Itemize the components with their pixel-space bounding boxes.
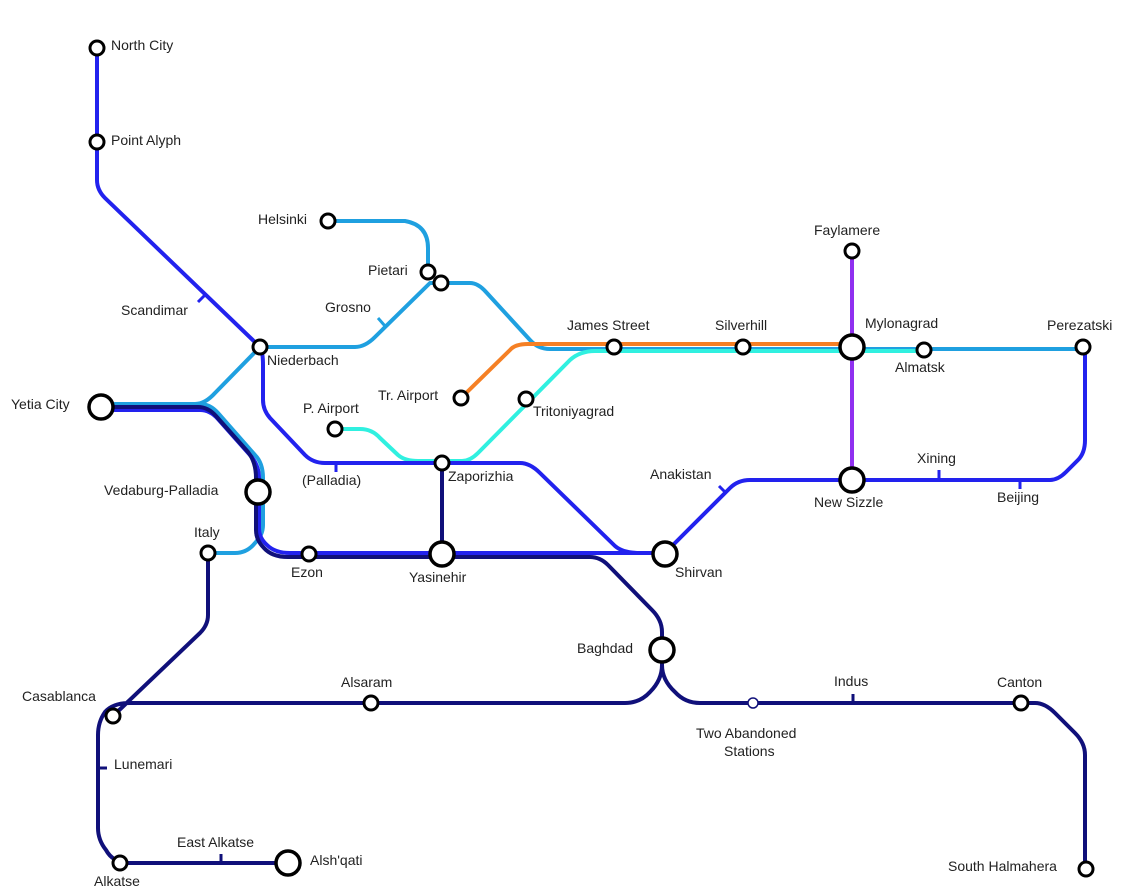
station-baghdad[interactable] (648, 636, 676, 664)
station-tr-airport[interactable] (452, 389, 470, 407)
line-light-blue-helsinki (326, 219, 430, 274)
label-james-street: James Street (567, 317, 650, 333)
label-helsinki: Helsinki (258, 211, 307, 227)
station-shirvan[interactable] (651, 540, 679, 568)
label-scandimar: Scandimar (121, 302, 188, 318)
label-alshqati: Alsh'qati (310, 852, 362, 868)
line-cyan (333, 349, 926, 463)
station-pietari[interactable] (419, 263, 437, 281)
tick-stations (98, 293, 1022, 863)
station-faylamere[interactable] (843, 242, 861, 260)
station-yasinehir[interactable] (428, 540, 456, 568)
label-south-halmahera: South Halmahera (948, 858, 1057, 874)
label-vedaburg-palladia: Vedaburg-Palladia (104, 482, 219, 498)
tick-scandimar (196, 293, 207, 304)
label-indus: Indus (834, 673, 868, 689)
label-alsaram: Alsaram (341, 674, 392, 690)
label-two-abandoned-2: Stations (724, 743, 775, 759)
label-mylonagrad: Mylonagrad (865, 315, 938, 331)
station-north-city[interactable] (88, 39, 106, 57)
station-ezon[interactable] (300, 545, 318, 563)
station-alshqati[interactable] (274, 849, 302, 877)
line-navy-trunk (99, 405, 1087, 871)
label-xining: Xining (917, 450, 956, 466)
station-alsaram[interactable] (362, 694, 380, 712)
station-vedaburg-palladia[interactable] (244, 478, 272, 506)
label-point-alyph: Point Alyph (111, 132, 181, 148)
label-perezatski: Perezatski (1047, 317, 1112, 333)
station-two-abandoned[interactable] (747, 697, 759, 709)
label-beijing: Beijing (997, 489, 1039, 505)
label-almatsk: Almatsk (895, 359, 946, 375)
label-pietari: Pietari (368, 262, 408, 278)
tick-grosno (376, 317, 387, 327)
label-new-sizzle: New Sizzle (814, 494, 883, 510)
station-yetia-city[interactable] (87, 393, 115, 421)
label-east-alkatse: East Alkatse (177, 834, 254, 850)
station-south-halmahera[interactable] (1077, 860, 1095, 878)
label-silverhill: Silverhill (715, 317, 767, 333)
station-perezatski[interactable] (1074, 338, 1092, 356)
label-ezon: Ezon (291, 564, 323, 580)
label-two-abandoned-1: Two Abandoned (696, 725, 796, 741)
label-anakistan: Anakistan (650, 466, 711, 482)
line-orange (459, 342, 854, 400)
station-tritoniyagrad[interactable] (517, 390, 535, 408)
label-lunemari: Lunemari (114, 756, 172, 772)
label-p-airport: P. Airport (303, 400, 359, 416)
station-casablanca[interactable] (104, 707, 122, 725)
label-faylamere: Faylamere (814, 222, 880, 238)
label-yasinehir: Yasinehir (409, 569, 467, 585)
station-italy[interactable] (199, 544, 217, 562)
station-james-street[interactable] (605, 338, 623, 356)
station-alkatse[interactable] (111, 854, 129, 872)
label-yetia-city: Yetia City (11, 396, 70, 412)
station-helsinki[interactable] (319, 212, 337, 230)
station-silverhill[interactable] (734, 338, 752, 356)
label-grosno: Grosno (325, 299, 371, 315)
line-light-blue-south (99, 402, 265, 555)
station-mylonagrad[interactable] (838, 333, 866, 361)
station-point-alyph[interactable] (88, 133, 106, 151)
station-canton[interactable] (1012, 694, 1030, 712)
station-almatsk[interactable] (915, 341, 933, 359)
label-shirvan: Shirvan (675, 564, 722, 580)
line-blue-north (95, 46, 1087, 555)
label-tr-airport: Tr. Airport (378, 387, 438, 403)
label-palladia: (Palladia) (302, 472, 361, 488)
labels: North City Point Alyph Scandimar Helsink… (11, 37, 1112, 889)
label-zaporizhia: Zaporizhia (448, 468, 514, 484)
station-zaporizhia[interactable] (433, 454, 451, 472)
stations (87, 39, 1095, 878)
label-casablanca: Casablanca (22, 688, 96, 704)
label-niederbach: Niederbach (267, 352, 339, 368)
label-north-city: North City (111, 37, 173, 53)
label-baghdad: Baghdad (577, 640, 633, 656)
tick-anakistan (717, 484, 728, 495)
label-italy: Italy (194, 524, 220, 540)
station-p-airport[interactable] (326, 420, 344, 438)
station-new-sizzle[interactable] (838, 466, 866, 494)
label-tritoniyagrad: Tritoniyagrad (533, 403, 614, 419)
line-navy-west (96, 551, 664, 865)
station-niederbach[interactable] (251, 338, 269, 356)
station-pietari-2[interactable] (432, 274, 450, 292)
label-canton: Canton (997, 674, 1042, 690)
label-alkatse: Alkatse (94, 873, 140, 889)
